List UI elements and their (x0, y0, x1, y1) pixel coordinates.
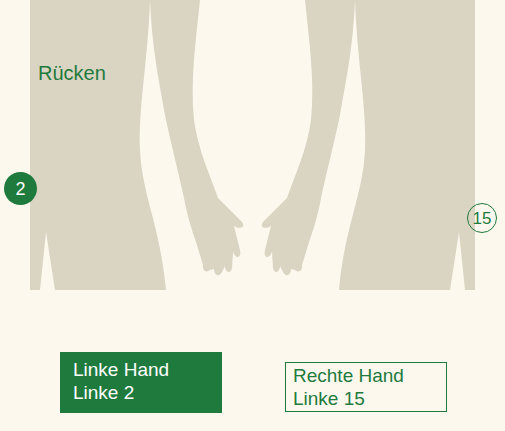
torso-silhouette (339, 0, 475, 290)
legend-box: Linke HandLinke 2 (60, 352, 222, 413)
callout-number: 2 (4, 172, 37, 205)
box-heading: Linke Hand (73, 359, 222, 382)
left-figure (30, 0, 243, 290)
box-body: Linke 2 (73, 382, 222, 405)
legend-box: Rechte HandLinke 15 (285, 362, 447, 412)
arm-silhouette (262, 0, 355, 275)
region-label: Rücken (38, 62, 106, 85)
arm-silhouette (150, 0, 243, 275)
right-figure (262, 0, 475, 290)
callout-number: 15 (467, 203, 497, 233)
box-body: Linke 15 (293, 388, 446, 411)
torso-silhouette (30, 0, 166, 290)
callout-text: 2 (15, 180, 25, 198)
box-heading: Rechte Hand (293, 365, 446, 388)
callout-text: 15 (473, 210, 492, 227)
